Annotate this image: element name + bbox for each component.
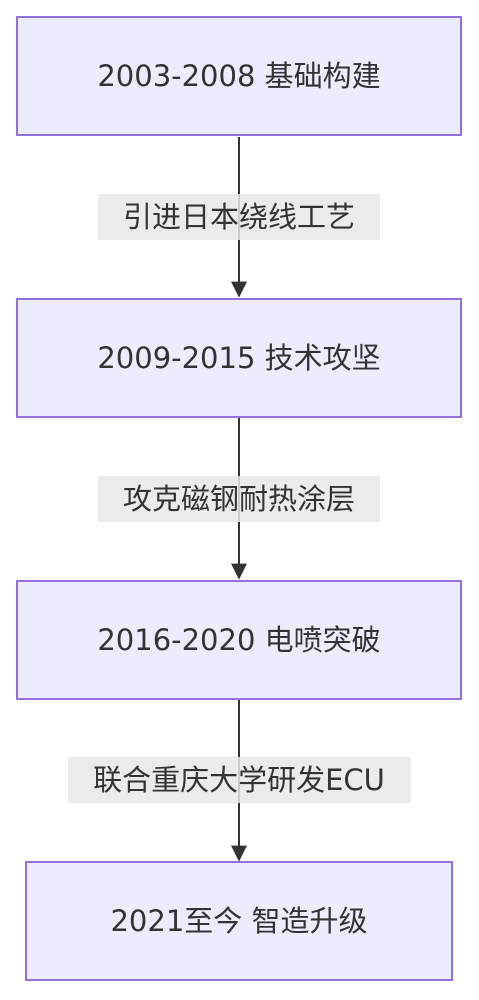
node-1-label: 2003-2008 基础构建 bbox=[97, 59, 380, 93]
edge-2: 攻克磁钢耐热涂层 bbox=[98, 418, 380, 580]
edge-2-label: 攻克磁钢耐热涂层 bbox=[123, 482, 355, 516]
edge-3-label: 联合重庆大学研发ECU bbox=[93, 763, 385, 797]
edge-1: 引进日本绕线工艺 bbox=[98, 137, 380, 298]
node-3-box bbox=[16, 580, 462, 700]
node-2-label: 2009-2015 技术攻坚 bbox=[97, 341, 380, 375]
node-3-label: 2016-2020 电喷突破 bbox=[97, 623, 380, 657]
node-4: 2021至今 智造升级 bbox=[25, 861, 453, 981]
node-2: 2009-2015 技术攻坚 bbox=[16, 298, 462, 418]
node-1: 2003-2008 基础构建 bbox=[16, 16, 462, 136]
node-2-box bbox=[16, 298, 462, 418]
edge-1-label-bg bbox=[98, 194, 380, 240]
edge-2-label-bg bbox=[98, 476, 380, 522]
edge-1-label: 引进日本绕线工艺 bbox=[123, 200, 355, 234]
node-4-label: 2021至今 智造升级 bbox=[110, 904, 367, 938]
node-4-box bbox=[25, 861, 453, 981]
node-3: 2016-2020 电喷突破 bbox=[16, 580, 462, 700]
edge-3-label-bg bbox=[68, 757, 411, 803]
node-1-box bbox=[16, 16, 462, 136]
edge-3: 联合重庆大学研发ECU bbox=[68, 700, 411, 862]
